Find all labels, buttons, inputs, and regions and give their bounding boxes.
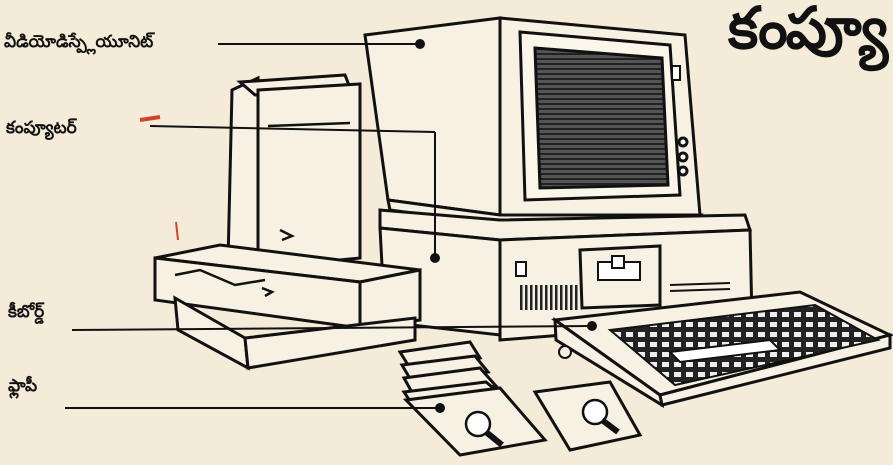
label-floppy: ఫ్లాపీ bbox=[8, 376, 37, 400]
vent-grill bbox=[520, 285, 580, 310]
decor-mark bbox=[140, 117, 160, 120]
monitor-knob-3 bbox=[679, 167, 687, 175]
label-vdu: వీడియోడిస్ప్లేయూనిట్ bbox=[4, 32, 153, 56]
label-keyboard: కీబోర్డ్ bbox=[8, 302, 44, 326]
tray-box bbox=[155, 245, 420, 368]
manual-book bbox=[228, 75, 360, 268]
monitor-knob-1 bbox=[679, 138, 687, 146]
label-computer: కంప్యూటర్ bbox=[6, 118, 77, 142]
monitor-knob-2 bbox=[679, 153, 687, 161]
decor-mark bbox=[176, 222, 178, 240]
page-title: కంప్యూ bbox=[728, 0, 886, 77]
monitor-screen bbox=[535, 48, 668, 188]
monitor bbox=[365, 18, 700, 225]
